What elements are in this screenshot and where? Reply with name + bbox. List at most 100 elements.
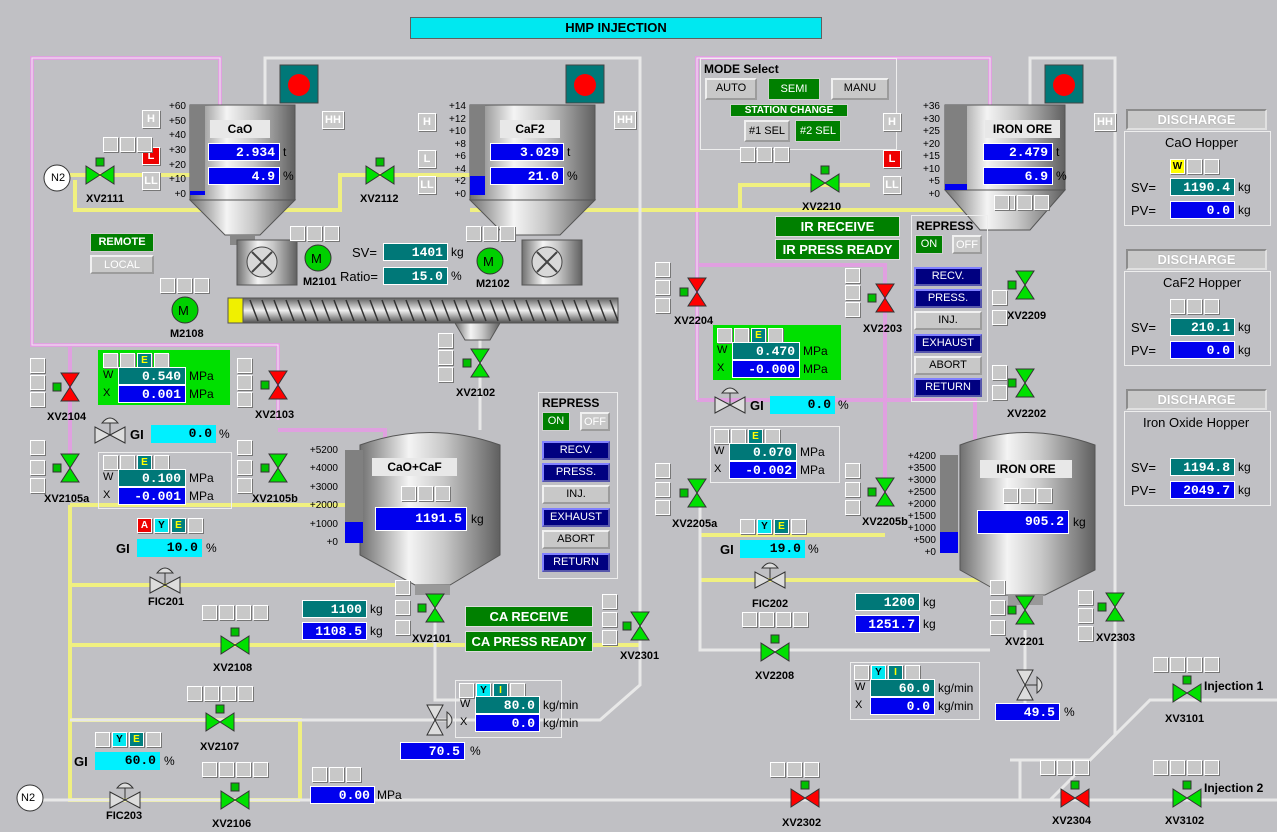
valve-xv2103-label: XV2103 [255, 409, 295, 421]
valve-xv2111-icon[interactable] [85, 157, 115, 185]
discharge-caf2-pv-unit: kg [1238, 343, 1251, 357]
repress-left-title: REPRESS [542, 396, 600, 410]
discharge-cao-pv: 0.0 [1170, 201, 1235, 219]
local-button[interactable]: LOCAL [90, 255, 154, 274]
flag-y-5: Y [871, 665, 886, 680]
valve-xv2106-icon[interactable] [220, 782, 250, 810]
flag-box [854, 665, 869, 680]
repress-right-return-button[interactable]: RETURN [914, 378, 982, 397]
valve-xv3102-icon[interactable] [1172, 780, 1202, 808]
valve-xv2201-icon[interactable] [1007, 595, 1035, 625]
ca-target-sv[interactable]: 1100 [302, 600, 367, 618]
repress-right-inj-button[interactable]: INJ. [914, 311, 982, 330]
feeder-sv-value[interactable]: 1401 [383, 243, 448, 261]
valve-xv2301-icon[interactable] [622, 611, 650, 641]
pressure-panel-d [710, 426, 840, 483]
station-2-select-button[interactable]: #2 SEL [795, 120, 841, 142]
valve-xv2101-label: XV2101 [412, 633, 452, 645]
station-1-select-button[interactable]: #1 SEL [744, 120, 790, 142]
repress-right-abort-button[interactable]: ABORT [914, 356, 982, 375]
valve-xv2102-icon[interactable] [462, 348, 490, 378]
valve-xv2105b-icon[interactable] [260, 453, 288, 483]
feeder-ratio-value[interactable]: 15.0 [383, 267, 448, 285]
mode-semi-button[interactable]: SEMI [768, 78, 820, 100]
discharge-iron-sv[interactable]: 1194.8 [1170, 458, 1235, 476]
repress-left-press-button[interactable]: PRESS. [542, 463, 610, 482]
valve-xv2304-icon[interactable] [1060, 780, 1090, 808]
repress-left-recv-button[interactable]: RECV. [542, 441, 610, 460]
gi1-value: 0.0 [151, 425, 216, 443]
screw-thread [465, 299, 475, 322]
indicator-box [602, 612, 617, 627]
discharge-cao-sv[interactable]: 1190.4 [1170, 178, 1235, 196]
valve-xv2103-icon[interactable] [260, 370, 288, 400]
valve-xv2101-icon[interactable] [417, 593, 445, 623]
repress-left-off-button[interactable]: OFF [580, 412, 610, 431]
repress-right-exhaust-button[interactable]: EXHAUST [914, 334, 982, 353]
indicator-box [237, 375, 252, 390]
valve-xv2104-icon[interactable] [52, 372, 80, 402]
indicator-box [466, 226, 481, 241]
valve-xv2204-icon[interactable] [679, 277, 707, 307]
flag-box [154, 353, 169, 368]
repress-left-exhaust-button[interactable]: EXHAUST [542, 508, 610, 527]
tank-cao-weight: 2.934 [208, 143, 280, 161]
valve-xv2108-icon[interactable] [220, 627, 250, 655]
scale-tick: +1500 [907, 511, 936, 522]
repress-right-off-button[interactable]: OFF [952, 235, 982, 254]
screw-thread [549, 299, 559, 322]
scale-tick: +40 [169, 130, 186, 142]
valve-xv2302-icon[interactable] [790, 780, 820, 808]
scale-tick: +4000 [309, 463, 338, 475]
repress-left-panel [538, 392, 618, 579]
indicator-box [395, 600, 410, 615]
flag-box [103, 455, 118, 470]
repress-left-inj-button[interactable]: INJ. [542, 485, 610, 504]
mode-manu-button[interactable]: MANU [831, 78, 889, 100]
valve-xv3101-label: XV3101 [1165, 713, 1205, 725]
valve-xv2105a-icon[interactable] [52, 453, 80, 483]
valve-xv2202-icon[interactable] [1007, 368, 1035, 398]
indicator-box [438, 367, 453, 382]
remote-button[interactable]: REMOTE [90, 233, 154, 252]
valve-xv2209-icon[interactable] [1007, 270, 1035, 300]
repress-right-on-button[interactable]: ON [915, 235, 943, 254]
mode-auto-button[interactable]: AUTO [705, 78, 757, 100]
discharge-caf2-sv-label: SV= [1131, 320, 1156, 335]
valve-xv2205b-icon[interactable] [867, 477, 895, 507]
indicator-box [253, 605, 268, 620]
valve-xv3101-icon[interactable] [1172, 675, 1202, 703]
screw-thread [357, 299, 367, 322]
flag-box [120, 455, 135, 470]
screw-thread [453, 299, 463, 322]
flag-box [1187, 159, 1202, 174]
indicator-box [845, 463, 860, 478]
valve-xv2107-label: XV2107 [200, 741, 240, 753]
gi2-unit: % [206, 541, 217, 555]
flag-box [459, 683, 474, 698]
valve-xv2210-icon[interactable] [810, 165, 840, 193]
indicator-box [845, 302, 860, 317]
scale-tick: +30 [923, 113, 940, 125]
repress-right-press-button[interactable]: PRESS. [914, 289, 982, 308]
repress-left-abort-button[interactable]: ABORT [542, 530, 610, 549]
mode-select-title: MODE Select [704, 62, 779, 76]
valve-xv2205a-icon[interactable] [679, 478, 707, 508]
repress-left-return-button[interactable]: RETURN [542, 553, 610, 572]
press-a-w-value: 0.540 [118, 367, 186, 385]
scale-tick: +4 [454, 163, 466, 175]
valve-xv2208-icon[interactable] [760, 634, 790, 662]
valve-xv2112-icon[interactable] [365, 157, 395, 185]
indicator-box [312, 767, 327, 782]
valve-xv2203-icon[interactable] [867, 283, 895, 313]
repress-right-recv-button[interactable]: RECV. [914, 267, 982, 286]
valve-xv2303-icon[interactable] [1097, 592, 1125, 622]
ir-target-sv[interactable]: 1200 [855, 593, 920, 611]
indicator-box [776, 612, 791, 627]
repress-left-on-button[interactable]: ON [542, 412, 570, 431]
indicator-box [602, 630, 617, 645]
discharge-caf2-sv[interactable]: 210.1 [1170, 318, 1235, 336]
valve-xv2107-icon[interactable] [205, 704, 235, 732]
gi1-unit: % [219, 427, 230, 441]
